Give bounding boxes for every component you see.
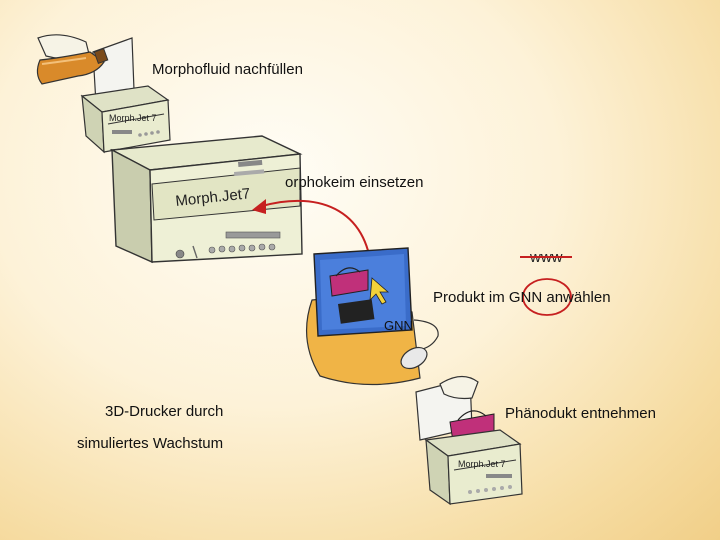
printer-top-brand: Morph.Jet 7 (109, 113, 157, 123)
www-label: www (520, 249, 572, 266)
printer-main: Morph.Jet7 (112, 136, 302, 262)
printer-bottom-brand: Morph.Jet 7 (458, 459, 506, 469)
person-computer: GNN (307, 248, 439, 385)
printer-bottom: Morph.Jet 7 (416, 376, 522, 504)
note-line1: 3D-Drucker durch (105, 404, 223, 419)
gnn-screen-label: GNN (384, 318, 413, 333)
step-select-label: Produkt im GNN anwählen (433, 290, 611, 305)
note-line2: simuliertes Wachstum (77, 436, 223, 451)
step-insert-label: orphokeim einsetzen (285, 175, 423, 190)
step-refill-label: Morphofluid nachfüllen (152, 62, 303, 77)
step-remove-label: Phänodukt entnehmen (505, 406, 656, 421)
